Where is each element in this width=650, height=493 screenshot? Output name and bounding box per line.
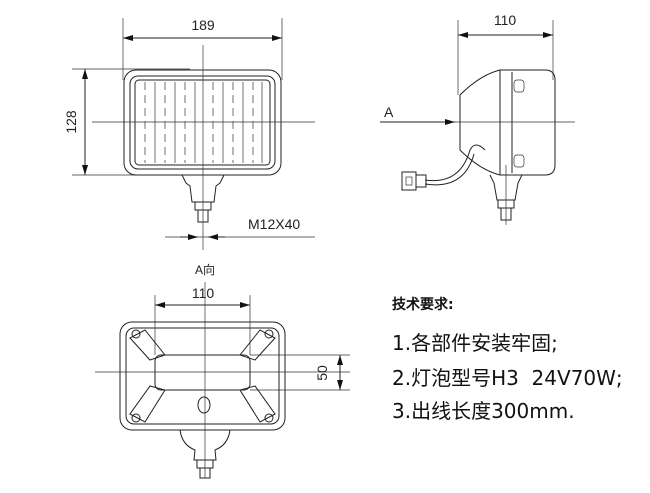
view-a-arrow-label: A bbox=[384, 104, 394, 120]
lamp-housing bbox=[123, 69, 282, 176]
technical-requirements: 技术要求: 1.各部件安装牢固; 2.灯泡型号H3 24V70W; 3.出线长度… bbox=[392, 296, 623, 423]
view-a-label: A向 bbox=[195, 262, 215, 277]
back-height-dimension: 50 bbox=[314, 365, 330, 381]
note-item: 3.出线长度300mm. bbox=[392, 399, 575, 423]
width-dimension: 189 bbox=[191, 17, 215, 33]
side-housing bbox=[459, 69, 556, 176]
note-item: 2.灯泡型号H3 24V70W; bbox=[392, 366, 623, 390]
back-width-dimension: 110 bbox=[192, 285, 215, 301]
back-housing bbox=[119, 321, 286, 431]
back-center-panel bbox=[154, 354, 251, 391]
mount-bolt bbox=[197, 209, 209, 223]
cable bbox=[424, 144, 486, 182]
back-view: 110 50 bbox=[95, 282, 350, 479]
notes-title: 技术要求: bbox=[392, 296, 454, 313]
height-dimension: 128 bbox=[63, 110, 79, 134]
note-item: 1.各部件安装牢固; bbox=[392, 331, 558, 355]
connector bbox=[401, 171, 417, 191]
depth-dimension: 110 bbox=[494, 12, 517, 28]
bolt-dimension: M12X40 bbox=[248, 216, 300, 232]
front-view: 189 128 M12X40 A向 bbox=[63, 17, 315, 277]
lens bbox=[134, 79, 271, 166]
side-view: 110 A bbox=[380, 12, 575, 225]
